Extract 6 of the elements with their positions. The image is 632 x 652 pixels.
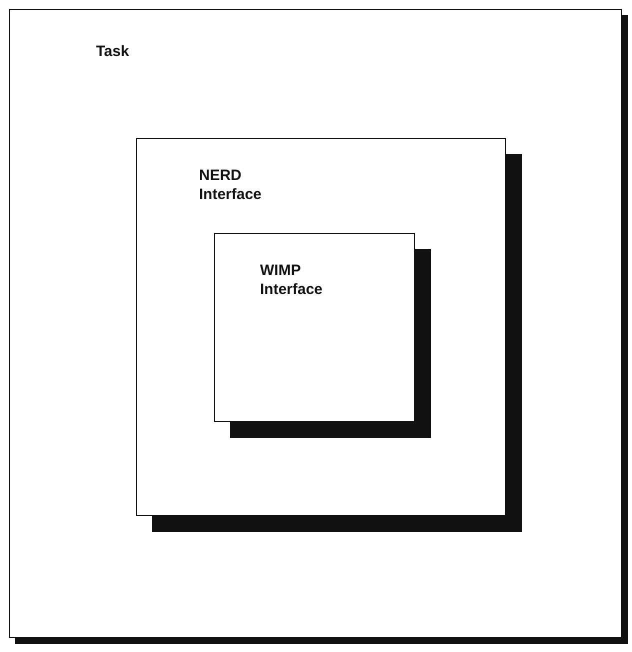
nested-box — [136, 138, 506, 516]
nested-box — [9, 9, 622, 638]
box-title: Task — [96, 42, 130, 61]
box-title: WIMP Interface — [260, 261, 324, 299]
box-title: NERD Interface — [199, 166, 263, 204]
nested-box — [214, 233, 415, 422]
